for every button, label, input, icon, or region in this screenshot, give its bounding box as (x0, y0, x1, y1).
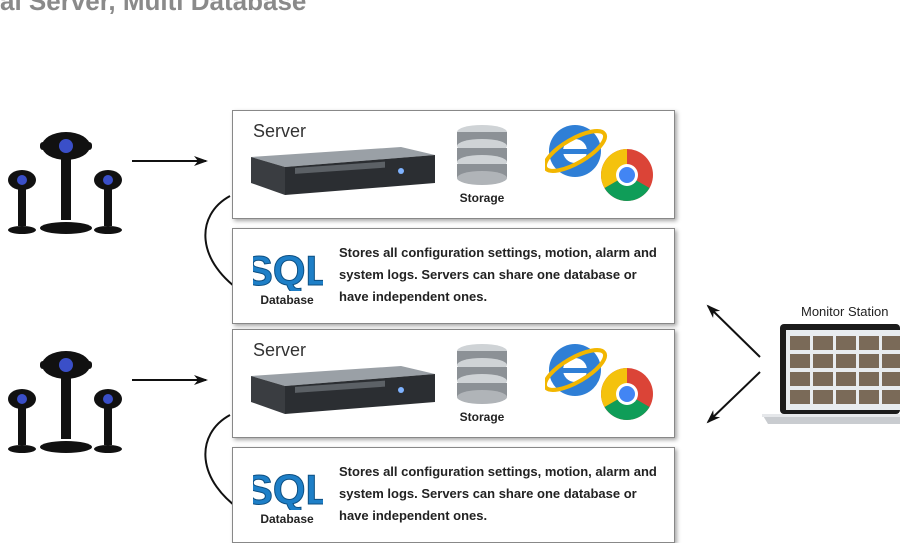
monitor-station-label: Monitor Station (801, 304, 889, 319)
chrome-icon (601, 149, 653, 201)
storage-label: Storage (459, 410, 505, 424)
sql-logo: SQL (253, 247, 323, 291)
camera-cluster-icon (8, 132, 122, 234)
camera-cluster-icon (8, 351, 122, 453)
storage-label: Storage (459, 191, 505, 205)
monitor-to-server-arrow-up (706, 304, 761, 358)
server-label: Server (253, 121, 307, 141)
database-label: Database (260, 512, 314, 526)
server-rack-icon (251, 366, 435, 414)
page-title: al Server, Multi Database (0, 0, 307, 16)
laptop-icon (762, 324, 900, 424)
ie-icon (545, 125, 608, 177)
server-box: Server Storage (232, 329, 675, 438)
sql-logo: SQL (253, 466, 323, 510)
database-box: SQL Database Stores all configuration se… (232, 447, 675, 543)
chrome-icon (601, 368, 653, 420)
connector-lines (132, 156, 761, 514)
svg-text:SQL: SQL (253, 247, 323, 291)
database-box: SQL Database Stores all configuration se… (232, 228, 675, 324)
server-db-link-2 (204, 414, 246, 514)
svg-text:SQL: SQL (253, 466, 323, 510)
server-box: Server Storage (232, 110, 675, 219)
server-db-link-1 (204, 195, 246, 295)
database-description: Stores all configuration settings, motio… (339, 245, 657, 304)
ie-icon (545, 344, 608, 396)
storage-icon (457, 344, 507, 404)
database-description: Stores all configuration settings, motio… (339, 464, 657, 523)
monitor-to-server-arrow-down (706, 371, 761, 424)
server-label: Server (253, 340, 307, 360)
server-rack-icon (251, 147, 435, 195)
storage-icon (457, 125, 507, 185)
browser-icons (545, 125, 653, 201)
database-label: Database (260, 293, 314, 307)
browser-icons (545, 344, 653, 420)
